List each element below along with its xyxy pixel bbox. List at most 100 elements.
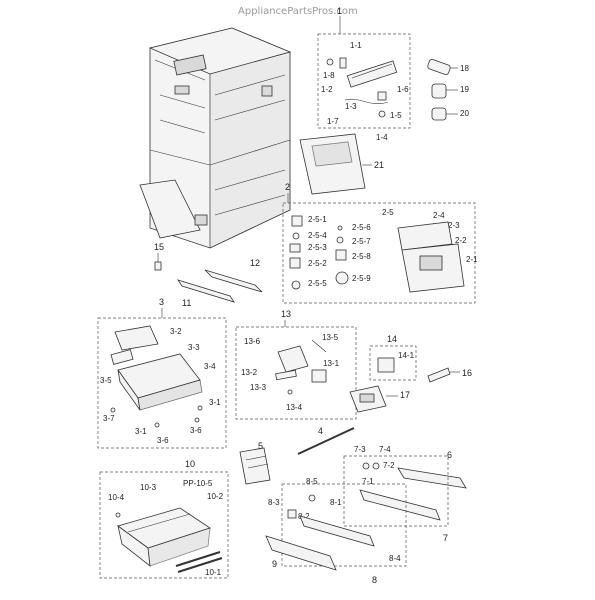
label-13-2: 13-2 xyxy=(241,368,258,377)
label-2-5-5: 2-5-5 xyxy=(308,279,327,288)
part-4-rod xyxy=(297,427,355,455)
label-10-5: PP-10-5 xyxy=(183,479,213,488)
group-7-frame xyxy=(343,455,449,527)
label-3-4: 3-4 xyxy=(204,362,216,371)
label-10-1: 10-1 xyxy=(205,568,222,577)
label-16: 16 xyxy=(462,368,472,378)
label-1-5: 1-5 xyxy=(390,111,402,120)
label-7-3: 7-3 xyxy=(354,445,366,454)
label-1-1: 1-1 xyxy=(350,41,362,50)
label-4: 4 xyxy=(318,426,323,436)
label-2-3: 2-3 xyxy=(448,221,460,230)
part-2-control-panel xyxy=(397,221,465,293)
label-10-3: 10-3 xyxy=(140,483,157,492)
label-2-5-6: 2-5-6 xyxy=(352,223,371,232)
part-8-slide-rail xyxy=(287,494,375,547)
label-3-6-left: 3-6 xyxy=(157,436,169,445)
label-2-5: 2-5 xyxy=(382,208,394,217)
label-11: 11 xyxy=(182,298,191,308)
label-13-5: 13-5 xyxy=(322,333,339,342)
label-13-6: 13-6 xyxy=(244,337,261,346)
label-2-5-1: 2-5-1 xyxy=(308,215,327,224)
part-18-fitting xyxy=(427,58,451,76)
part-6-rail xyxy=(397,467,467,489)
label-21: 21 xyxy=(374,160,384,170)
part-19-fitting xyxy=(431,83,447,99)
part-17-motor-assembly xyxy=(349,385,387,413)
group-1-frame xyxy=(317,33,411,129)
label-6: 6 xyxy=(447,450,452,460)
group-14-frame xyxy=(369,345,417,381)
part-20-fitting xyxy=(431,107,447,121)
label-7-2: 7-2 xyxy=(383,461,395,470)
label-10-4: 10-4 xyxy=(108,493,125,502)
label-9: 9 xyxy=(272,559,277,569)
label-10: 10 xyxy=(185,459,195,469)
group-8-frame xyxy=(281,483,407,567)
part-5-filter xyxy=(239,447,271,485)
part-2-5-components xyxy=(289,215,349,290)
label-15: 15 xyxy=(154,242,164,252)
label-1-6: 1-6 xyxy=(397,85,409,94)
label-8-4: 8-4 xyxy=(389,554,401,563)
part-13-damper xyxy=(275,339,327,395)
label-8: 8 xyxy=(372,575,377,585)
label-8-2: 8-2 xyxy=(298,512,310,521)
refrigerator-cabinet xyxy=(139,27,292,249)
label-18: 18 xyxy=(460,64,469,73)
label-20: 20 xyxy=(460,109,469,118)
label-8-1: 8-1 xyxy=(330,498,342,507)
part-3-2-tray xyxy=(114,325,159,351)
label-1-2: 1-2 xyxy=(321,85,333,94)
part-10-1-strip xyxy=(175,551,223,573)
label-14: 14 xyxy=(387,334,397,344)
label-10-2: 10-2 xyxy=(207,492,224,501)
label-8-3: 8-3 xyxy=(268,498,280,507)
part-1-heater-assembly xyxy=(326,57,398,118)
label-2-4: 2-4 xyxy=(433,211,445,220)
part-15-screw xyxy=(154,261,162,271)
label-3-1-right: 3-1 xyxy=(209,398,221,407)
watermark: AppliancePartsPros.com xyxy=(238,6,358,17)
part-14-module xyxy=(377,357,395,373)
part-3-drawer xyxy=(110,349,203,411)
label-3-7: 3-7 xyxy=(103,414,115,423)
label-2-5-7: 2-5-7 xyxy=(352,237,371,246)
label-1: 1 xyxy=(337,6,342,16)
label-19: 19 xyxy=(460,85,469,94)
label-2-5-2: 2-5-2 xyxy=(308,259,327,268)
label-17: 17 xyxy=(400,390,410,400)
label-3: 3 xyxy=(159,297,164,307)
label-13: 13 xyxy=(281,309,291,319)
part-10-bin xyxy=(115,507,211,567)
label-2-2: 2-2 xyxy=(455,236,467,245)
label-2-5-8: 2-5-8 xyxy=(352,252,371,261)
part-11-rail xyxy=(177,279,235,303)
label-3-2: 3-2 xyxy=(170,327,182,336)
label-7-1: 7-1 xyxy=(362,477,374,486)
group-10-frame xyxy=(99,471,229,579)
label-2-5-9: 2-5-9 xyxy=(352,274,371,283)
label-13-3: 13-3 xyxy=(250,383,267,392)
label-8-5: 8-5 xyxy=(306,477,318,486)
part-9-rail xyxy=(265,535,337,571)
label-1-8: 1-8 xyxy=(323,71,335,80)
label-3-6-right: 3-6 xyxy=(190,426,202,435)
label-7-4: 7-4 xyxy=(379,445,391,454)
part-7-slide-rail xyxy=(359,462,441,521)
label-3-1-left: 3-1 xyxy=(135,427,147,436)
label-1-4: 1-4 xyxy=(376,133,388,142)
label-2: 2 xyxy=(285,182,290,192)
label-3-3: 3-3 xyxy=(188,343,200,352)
part-12-rail xyxy=(204,269,263,293)
part-16-bracket xyxy=(427,367,451,383)
label-14-1: 14-1 xyxy=(398,351,415,360)
label-1-7: 1-7 xyxy=(327,117,339,126)
label-7: 7 xyxy=(443,533,448,543)
label-2-5-3: 2-5-3 xyxy=(308,243,327,252)
label-2-1: 2-1 xyxy=(466,255,478,264)
label-3-5: 3-5 xyxy=(100,376,112,385)
part-21-cover xyxy=(299,133,366,195)
